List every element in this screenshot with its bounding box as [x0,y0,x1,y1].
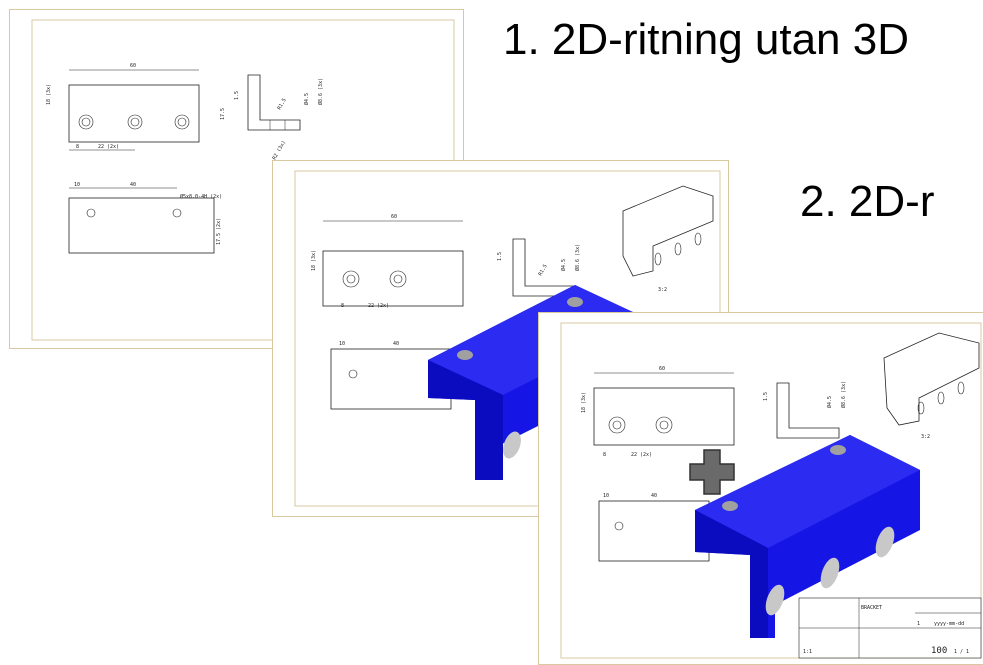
dim-pitch: 22 (2x) [98,144,119,150]
dim-height: 18 (3x) [46,84,52,105]
s2-dim-side-c: R1.5 [538,264,549,277]
dim-side-a: 1.5 [234,91,240,100]
tb-date: yyyy-mm-dd [934,621,964,627]
dim-side-b: 17.5 [220,108,226,120]
s2-dim-hole-off: 8 [341,303,344,309]
dim-hole-note: Ø5x8.0-4H (2x) [180,193,222,200]
s2-dim-pitch: 22 (2x) [368,303,389,309]
dim-hole-off: 8 [76,144,79,150]
dim-side-f: R2 (3x) [272,140,288,161]
dim-bottom-off: 10 [74,182,80,188]
dim-side-c: R1.5 [277,98,288,111]
s3-dim-pitch: 22 (2x) [631,452,652,458]
heading-item-1: 1. 2D-ritning utan 3D [503,15,909,64]
s3-dim-side-a: 1.5 [763,392,769,401]
s3-dim-hole-off: 8 [603,452,606,458]
tb-scale: 1:1 [803,649,812,655]
heading-item-2: 2. 2D-r [800,177,935,226]
s3-dim-side-e: Ø8.6 (3x) [840,381,847,408]
dim-width: 60 [130,63,136,69]
dim-bottom-w: 40 [130,182,136,188]
plus-icon [689,449,735,495]
s3-dim-side-d: Ø4.5 [826,396,833,408]
sheet-1-drawing: 60 8 22 (2x) 18 (3x) 1.5 17.5 R1.5 Ø4.5 … [31,19,455,341]
s3-dim-width: 60 [659,366,665,372]
s2-dim-width: 60 [391,214,397,220]
dim-right-h: 17.5 (2x) [216,218,222,245]
tb-number: 1 [917,621,920,627]
s2-dim-side-e: Ø8.6 (3x) [574,244,581,271]
s2-dim-bottom-off: 10 [339,341,345,347]
s3-dim-height: 18 (3x) [581,392,587,413]
bracket-3d-model-2 [695,435,920,638]
s2-dim-height: 18 (3x) [311,250,317,271]
tb-part-name: BRACKET [861,605,882,611]
sheet-2-drawing: 60 18 (3x) 8 22 (2x) 1.5 R1.5 Ø4.5 Ø8.6 … [294,170,721,507]
dim-side-d: Ø4.5 [303,93,310,105]
s2-dim-side-a: 1.5 [497,252,503,261]
s3-dim-bottom-w: 40 [651,493,657,499]
s3-iso-scale: 3:2 [921,434,930,440]
tb-doc-no: 100 [931,646,947,656]
s2-dim-side-d: Ø4.5 [560,259,567,271]
s2-iso-scale: 3:2 [658,287,667,293]
s3-dim-bottom-off: 10 [603,493,609,499]
tb-sheet: 1 / 1 [954,649,969,655]
sheet-3-drawing: 60 18 (3x) 8 22 (2x) 1.5 Ø4.5 Ø8.6 (3x) … [560,322,982,659]
dim-side-e: Ø8.6 (3x) [317,78,324,105]
s2-dim-bottom-w: 40 [393,341,399,347]
